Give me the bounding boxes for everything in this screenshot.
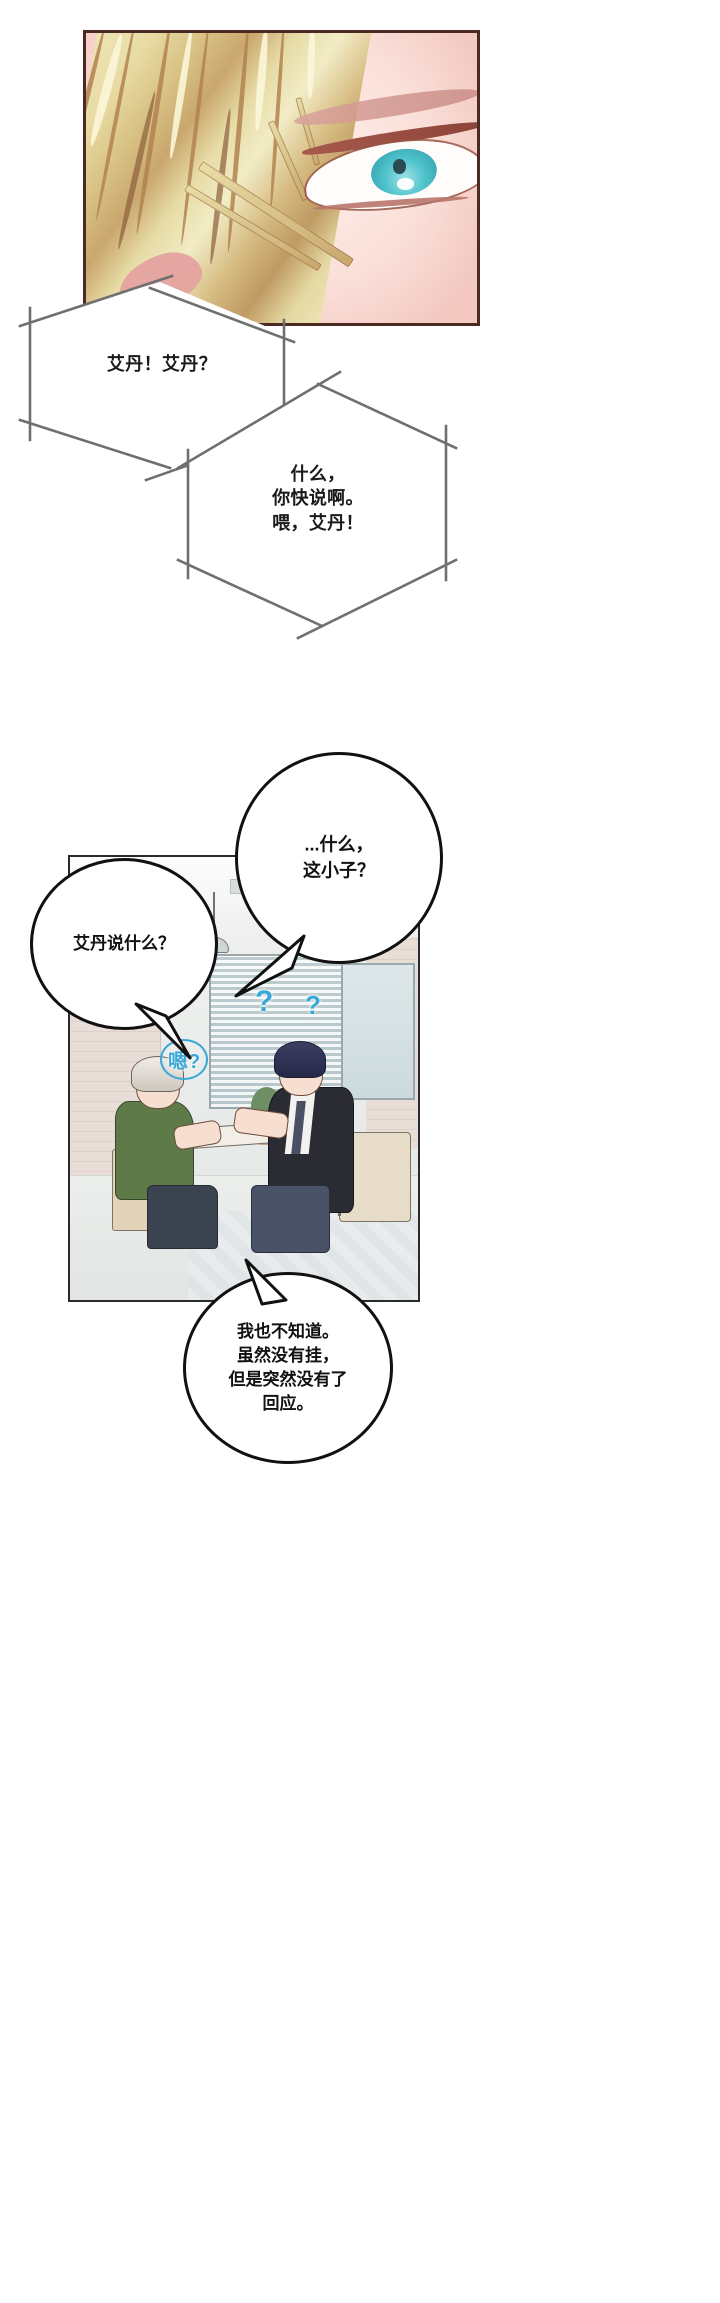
question-mark-icon: ? <box>255 985 274 1018</box>
hexagon-bubble-2-shape <box>176 370 458 640</box>
round-bubble-2-text: 艾丹说什么？ <box>73 933 175 953</box>
eye-closeup-panel <box>83 30 480 326</box>
pupil <box>393 159 406 174</box>
pendant-lamp-wire <box>212 892 215 942</box>
office-window-secondary <box>341 963 416 1101</box>
round-bubble-what-did-aidan-say: 艾丹说什么？ <box>30 858 218 1030</box>
round-bubble-i-dont-know-either: 我也不知道。 虽然没有挂， 但是突然没有了 回应。 <box>183 1272 393 1464</box>
round-bubble-2-body <box>30 858 218 1030</box>
round-bubble-3-text: 我也不知道。 虽然没有挂， 但是突然没有了 回应。 <box>228 1321 348 1414</box>
question-mark-icon: ? <box>305 990 321 1020</box>
character-left-legs <box>146 1184 219 1249</box>
round-bubble-1-text: ...什么， 这小子？ <box>303 834 375 880</box>
hm-sound-effect-ring <box>160 1039 209 1080</box>
hm-sound-effect: 嗯? <box>160 1039 209 1080</box>
hexagon-bubble-say-something: 什么， 你快说啊。 喂，艾丹！ <box>176 370 458 642</box>
round-bubble-2-tail <box>134 1002 192 1060</box>
round-bubble-1-tail <box>234 934 306 998</box>
round-bubble-1-body <box>235 752 443 964</box>
hexagon-bubble-1-text: 艾丹！艾丹？ <box>106 354 218 374</box>
round-bubble-what-this-guy: ...什么， 这小子？ <box>235 752 443 964</box>
character-right-legs <box>250 1184 330 1254</box>
character-right-hair <box>273 1040 327 1079</box>
round-bubble-3-body <box>183 1272 393 1464</box>
round-bubble-3-tail <box>244 1258 288 1306</box>
hexagon-bubble-2-text: 什么， 你快说啊。 喂，艾丹！ <box>272 464 364 533</box>
eye-highlight <box>396 178 415 190</box>
